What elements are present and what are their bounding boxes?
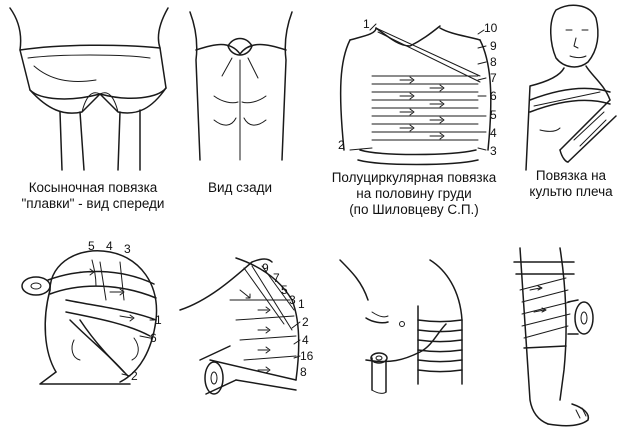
fig3-label-9: 9 <box>490 39 497 53</box>
fig6-label-4: 4 <box>302 333 309 347</box>
fig5-label-3: 3 <box>124 242 131 256</box>
fig8-leg-spiral-bandage <box>513 247 594 427</box>
fig6-label-9: 9 <box>262 261 269 275</box>
fig5-label-4: 4 <box>106 239 113 253</box>
fig1-caption: Косыночная повязка "плавки" - вид сперед… <box>8 180 178 212</box>
fig4-caption: Повязка на культю плеча <box>522 168 620 200</box>
fig3-number-labels: 1 2 3 4 5 6 7 8 9 10 <box>338 17 498 158</box>
fig6-label-3: 3 <box>289 293 296 307</box>
fig1-caption-line-1: Косыночная повязка <box>28 180 158 195</box>
fig7-arm-circular-bandage <box>339 259 463 394</box>
fig4-caption-line-1: Повязка на <box>535 168 607 183</box>
fig3-label-5: 5 <box>490 108 497 122</box>
fig3-label-6: 6 <box>490 89 497 103</box>
fig6-label-8: 8 <box>300 365 307 379</box>
fig3-label-3: 3 <box>490 144 497 158</box>
fig5-head-bandage <box>21 250 158 385</box>
fig2-caption: Вид сзади <box>190 180 290 196</box>
fig3-label-7: 7 <box>490 71 497 85</box>
fig5-label-5: 5 <box>88 239 95 253</box>
fig2-trunks-back <box>189 11 293 161</box>
fig6-label-2: 2 <box>302 315 309 329</box>
fig6-number-labels: 9 7 5 3 1 2 4 16 8 <box>262 261 314 379</box>
fig3-caption-line-2: на половину груди <box>356 186 472 201</box>
fig6-label-1: 1 <box>298 297 305 311</box>
fig4-shoulder-stump-bandage <box>525 4 617 171</box>
fig3-label-10: 10 <box>484 21 498 35</box>
fig3-caption: Полуциркулярная повязка на половину груд… <box>318 170 510 218</box>
fig6-label-7: 7 <box>273 271 280 285</box>
fig6-shoulder-spica-bandage <box>179 257 301 395</box>
fig1-caption-line-2: "плавки" - вид спереди <box>21 196 165 211</box>
fig5-number-labels: 5 4 3 1 6 2 <box>88 239 162 383</box>
fig3-label-2: 2 <box>338 138 345 152</box>
fig3-half-chest-bandage <box>339 23 492 166</box>
fig6-label-5: 5 <box>281 283 288 297</box>
fig3-caption-line-1: Полуциркулярная повязка <box>331 170 497 185</box>
fig3-label-8: 8 <box>490 55 497 69</box>
fig4-caption-line-2: культю плеча <box>529 184 613 199</box>
fig3-label-4: 4 <box>490 126 497 140</box>
fig5-label-1: 1 <box>155 313 162 327</box>
fig3-caption-line-3: (по Шиловцеву С.П.) <box>349 202 479 217</box>
fig6-label-16: 16 <box>300 349 314 363</box>
fig2-caption-line-1: Вид сзади <box>207 180 273 195</box>
fig1-trunks-front <box>9 7 169 171</box>
fig5-label-2: 2 <box>131 369 138 383</box>
fig5-label-6: 6 <box>150 331 157 345</box>
fig3-label-1: 1 <box>363 17 370 31</box>
